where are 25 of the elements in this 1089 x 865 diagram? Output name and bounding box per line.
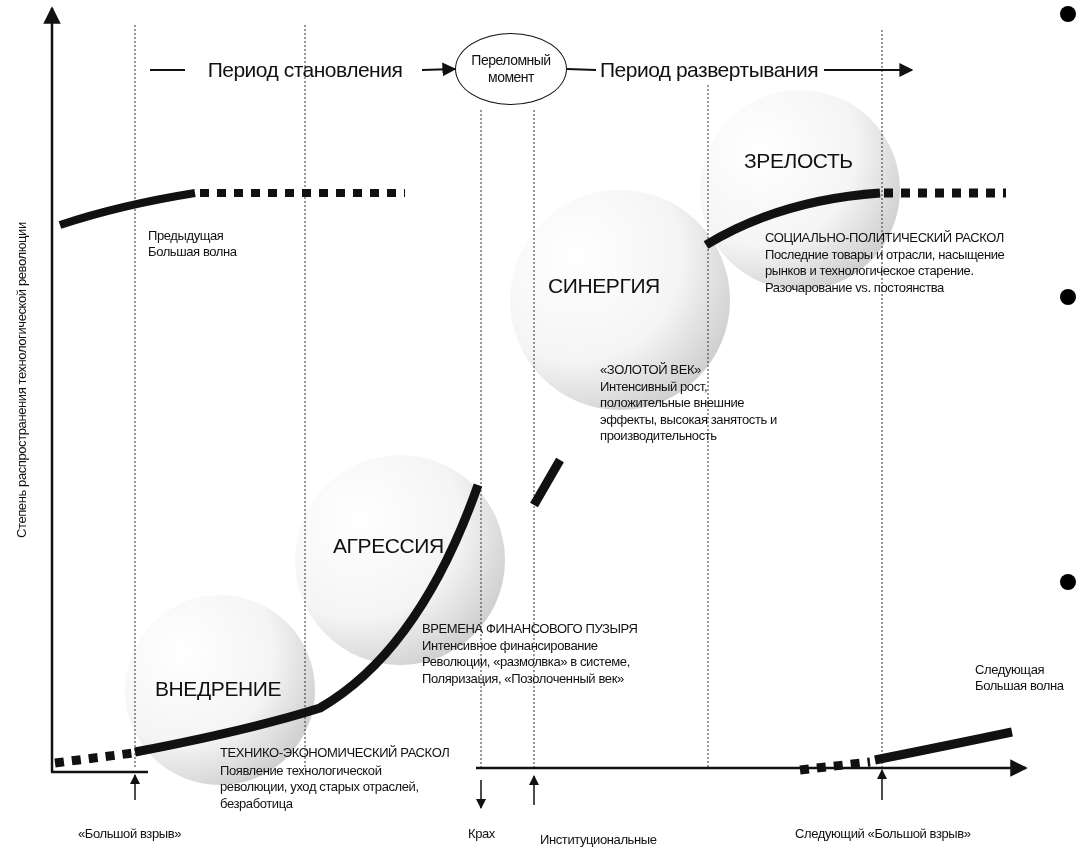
phase-title: ЗРЕЛОСТЬ [744,148,853,174]
annotation-heading: СОЦИАЛЬНО-ПОЛИТИЧЕСКИЙ РАСКОЛ [765,230,1004,247]
phase-title: СИНЕРГИЯ [548,273,660,299]
annotation-heading: ВРЕМЕНА ФИНАНСОВОГО ПУЗЫРЯ [422,621,638,638]
connector-line [566,68,597,71]
turning-point-circle: Переломный момент [455,33,567,105]
annotation-heading: ТЕХНИКО-ЭКОНОМИЧЕСКИЙ РАСКОЛ [220,745,450,762]
axis-marker-label: Институциональные [540,832,657,849]
arrow [823,63,914,77]
phase-title: АГРЕССИЯ [333,533,444,559]
phase-title: ВНЕДРЕНИЕ [155,676,282,702]
axis-marker-label: «Большой взрыв» [78,826,182,843]
axis-marker-label: Следующий «Большой взрыв» [795,826,971,843]
annotation-text: Интенсивное финансирование Революции, «размолвка» в системе, Поляризация, «Позолоченный век» [422,638,631,687]
period-label: Период становления [190,52,420,88]
annotation-heading: «ЗОЛОТОЙ ВЕК» [600,362,701,379]
arrow [421,62,457,77]
annotation-text: Появление технологической революции, уход старых отраслей, безработица [220,763,420,812]
annotation-text: Последние товары и отрасли, насыщение рынков и технологическое старение. Разочарование vs. постоянства [765,247,1006,296]
axis-marker-label: Крах [468,826,495,843]
period-label: Период развертывания [596,52,822,88]
axis-label: Степень распространения технологической революции [14,222,30,538]
curve-label: Предыдущая Большая волна [148,228,238,261]
annotation-text: Интенсивный рост, положительные внешние эффекты, высокая занятость и производительность [600,379,778,444]
curve-label: Следующая Большая волна [975,662,1065,695]
